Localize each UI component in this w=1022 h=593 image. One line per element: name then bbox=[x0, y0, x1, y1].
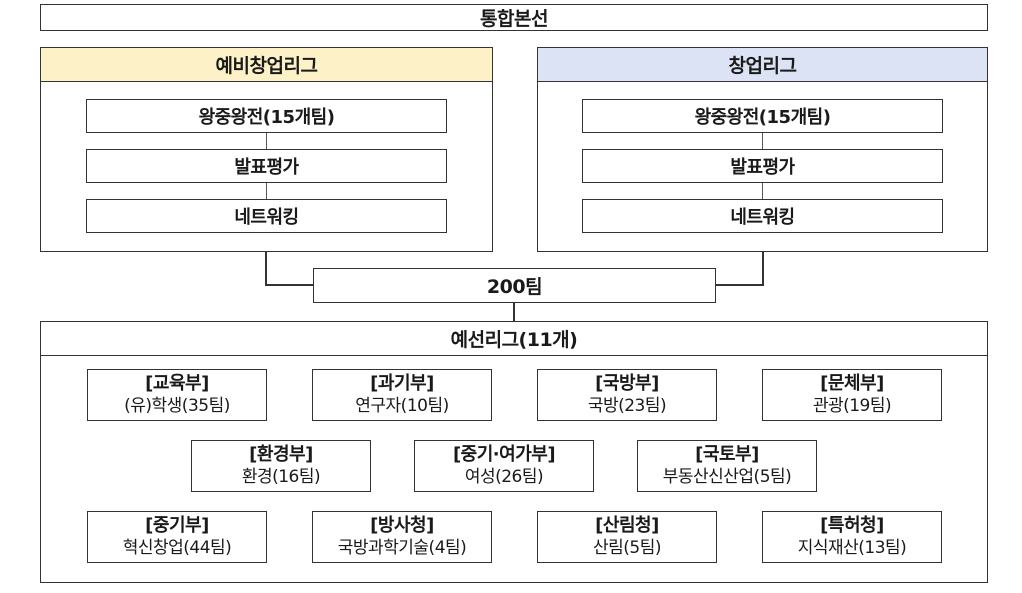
merge-team-count-box: 200팀 bbox=[313, 268, 716, 303]
final-round-title: 통합본선 bbox=[480, 8, 548, 30]
dept-name: [산림청] bbox=[595, 515, 659, 536]
dept-name: [방사청] bbox=[370, 515, 434, 536]
preliminary-league-header: 예선리그(11개) bbox=[41, 322, 987, 356]
startup-stage-networking: 네트워킹 bbox=[582, 199, 943, 233]
stage-connector bbox=[762, 183, 763, 199]
stage-label: 네트워킹 bbox=[234, 207, 299, 228]
dept-name: [문체부] bbox=[820, 373, 884, 394]
dept-box-land: [국토부] 부동산신산업(5팀) bbox=[637, 440, 817, 492]
dept-box-sme: [중기부] 혁신창업(44팀) bbox=[87, 511, 267, 563]
right-league-connector bbox=[716, 251, 764, 286]
dept-detail: 연구자(10팀) bbox=[355, 396, 449, 416]
startup-league-header: 창업리그 bbox=[538, 48, 987, 82]
left-league-connector bbox=[265, 251, 313, 286]
dept-detail: 여성(26팀) bbox=[464, 467, 544, 487]
dept-detail: 지식재산(13팀) bbox=[797, 538, 907, 558]
dept-box-forest: [산림청] 산림(5팀) bbox=[537, 511, 717, 563]
stage-label: 발표평가 bbox=[730, 157, 795, 178]
dept-name: [환경부] bbox=[249, 444, 313, 465]
stage-label: 왕중왕전(15개팀) bbox=[198, 107, 335, 128]
stage-connector bbox=[762, 133, 763, 149]
dept-box-culture: [문체부] 관광(19팀) bbox=[762, 369, 942, 421]
dept-detail: 국방(23팀) bbox=[587, 396, 667, 416]
dept-detail: 관광(19팀) bbox=[812, 396, 892, 416]
pre-startup-stage-presentation: 발표평가 bbox=[86, 149, 447, 183]
startup-stage-presentation: 발표평가 bbox=[582, 149, 943, 183]
startup-stage-finals: 왕중왕전(15개팀) bbox=[582, 99, 943, 133]
dept-box-science: [과기부] 연구자(10팀) bbox=[312, 369, 492, 421]
merge-team-count: 200팀 bbox=[486, 276, 543, 298]
stage-label: 네트워킹 bbox=[730, 207, 795, 228]
stage-label: 발표평가 bbox=[234, 157, 299, 178]
dept-name: [특허청] bbox=[820, 515, 884, 536]
pre-startup-league-title: 예비창업리그 bbox=[215, 55, 318, 77]
startup-league-title: 창업리그 bbox=[728, 55, 797, 77]
pre-startup-stage-networking: 네트워킹 bbox=[86, 199, 447, 233]
stage-connector bbox=[266, 183, 267, 199]
dept-name: [교육부] bbox=[145, 373, 209, 394]
dept-name: [중기부] bbox=[145, 515, 209, 536]
dept-detail: 산림(5팀) bbox=[592, 538, 662, 558]
pre-startup-stage-finals: 왕중왕전(15개팀) bbox=[86, 99, 447, 133]
dept-detail: (유)학생(35팀) bbox=[124, 396, 230, 416]
stage-connector bbox=[266, 133, 267, 149]
dept-name: [중기·여가부] bbox=[452, 444, 556, 465]
preliminary-league-title: 예선리그(11개) bbox=[450, 329, 578, 351]
dept-detail: 환경(16팀) bbox=[241, 467, 321, 487]
dept-box-patent: [특허청] 지식재산(13팀) bbox=[762, 511, 942, 563]
pre-startup-league-header: 예비창업리그 bbox=[41, 48, 492, 82]
dept-detail: 국방과학기술(4팀) bbox=[337, 538, 467, 558]
dept-box-education: [교육부] (유)학생(35팀) bbox=[87, 369, 267, 421]
dept-box-environment: [환경부] 환경(16팀) bbox=[191, 440, 371, 492]
dept-name: [국방부] bbox=[595, 373, 659, 394]
stage-label: 왕중왕전(15개팀) bbox=[694, 107, 831, 128]
final-round-banner: 통합본선 bbox=[40, 4, 988, 31]
dept-name: [과기부] bbox=[370, 373, 434, 394]
dept-detail: 혁신창업(44팀) bbox=[122, 538, 232, 558]
dept-box-defense: [국방부] 국방(23팀) bbox=[537, 369, 717, 421]
dept-name: [국토부] bbox=[695, 444, 759, 465]
dept-box-sme-gender: [중기·여가부] 여성(26팀) bbox=[414, 440, 594, 492]
dept-box-defense-acquisition: [방사청] 국방과학기술(4팀) bbox=[312, 511, 492, 563]
dept-detail: 부동산신산업(5팀) bbox=[662, 467, 792, 487]
